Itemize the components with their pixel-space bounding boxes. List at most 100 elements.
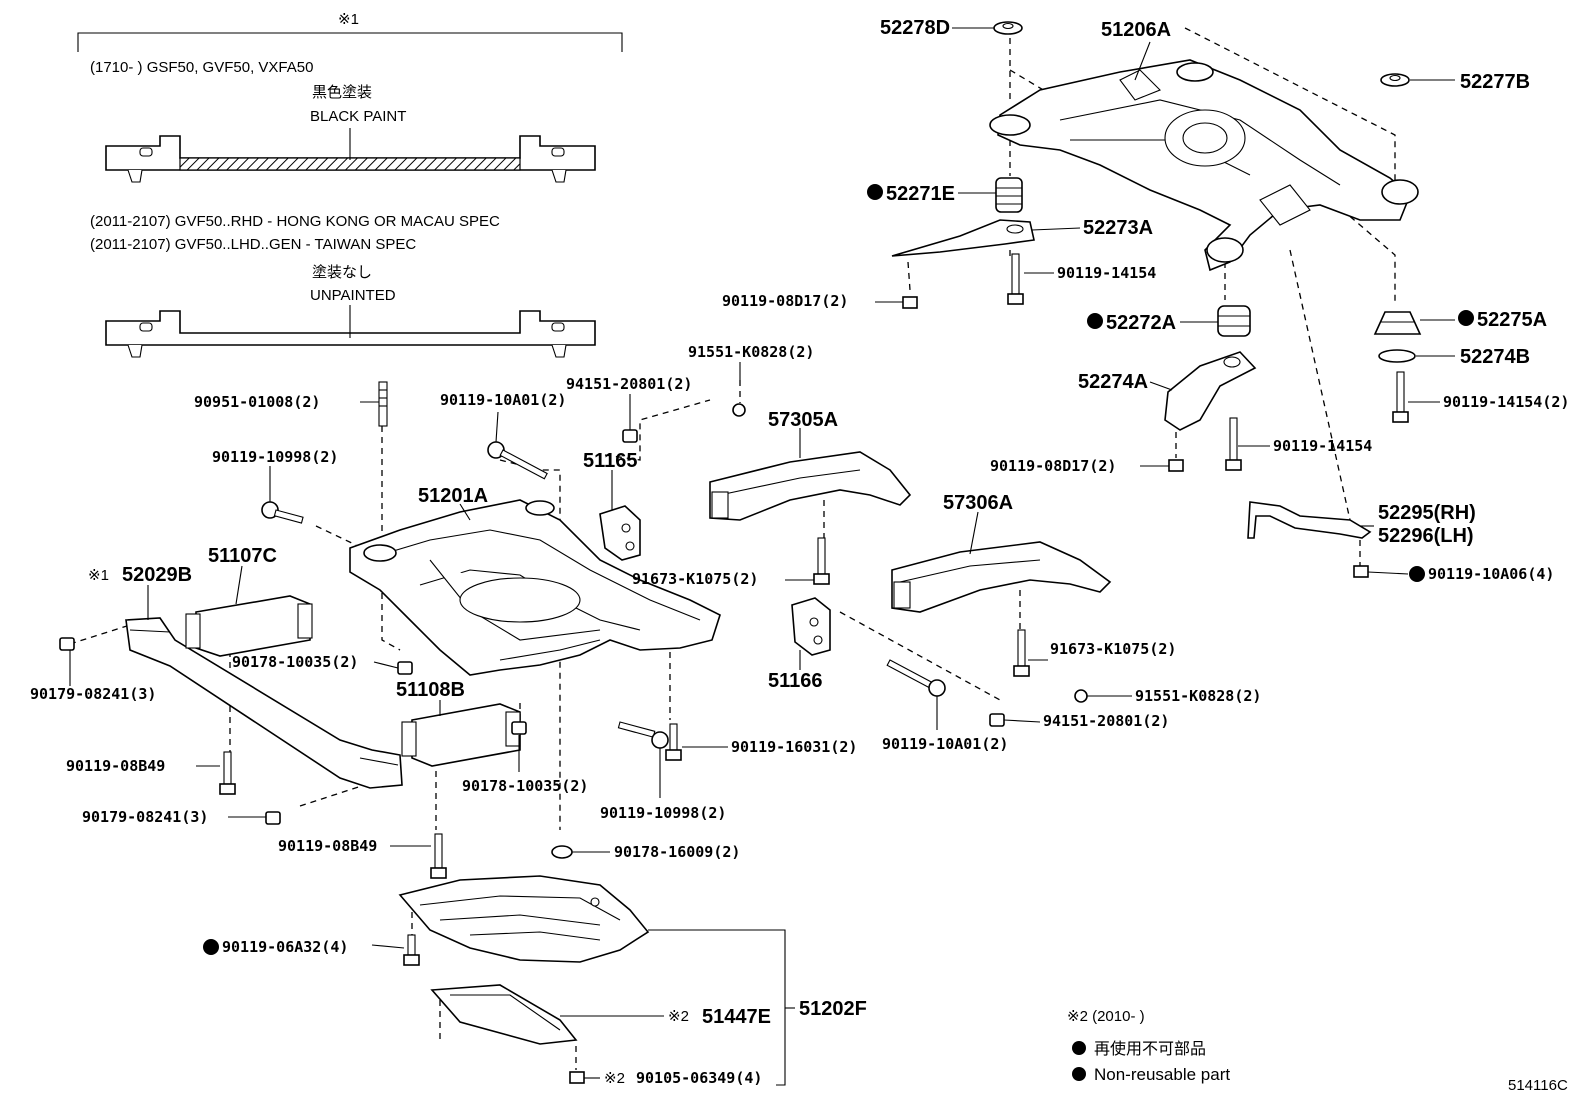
callout-51201A: 51201A	[418, 485, 488, 507]
callout-90178-10035-a: 90178-10035(2)	[232, 653, 358, 671]
callout-90119-08D17-a: 90119-08D17(2)	[722, 292, 848, 310]
callout-90178-16009: 90178-16009(2)	[614, 843, 740, 861]
washer-52278D	[993, 21, 1023, 35]
cover-51447E	[430, 984, 578, 1045]
callout-52274B: 52274B	[1460, 346, 1530, 368]
callout-91673-K1075-a: 91673-K1075(2)	[632, 570, 758, 588]
bushing-52271E	[995, 177, 1023, 213]
callout-94151-20801-a: 94151-20801(2)	[566, 375, 692, 393]
callout-90119-10A01-b: 90119-10A01(2)	[882, 735, 1008, 753]
callout-51447E-mark: ※2	[668, 1008, 689, 1025]
legend-non-reusable-en: Non-reusable part	[1094, 1065, 1230, 1084]
bolt-91673-K1075-a	[813, 537, 830, 585]
callout-94151-20801-b: 94151-20801(2)	[1043, 712, 1169, 730]
callout-90119-08B49-b: 90119-08B49	[278, 837, 377, 855]
inset-variant-a-en: BLACK PAINT	[310, 108, 406, 125]
nut-90179-08241-b	[265, 811, 281, 825]
callout-90119-08B49-a: 90119-08B49	[66, 757, 165, 775]
crossmember-mount-right	[525, 500, 555, 516]
callout-51206A: 51206A	[1101, 19, 1171, 41]
non-reusable-dot-52271E	[867, 184, 883, 200]
inset-variant-a-models: (1710- ) GSF50, GVF50, VXFA50	[90, 59, 313, 76]
callout-51447E: 51447E	[702, 1006, 771, 1028]
bolt-90119-14154-2	[1392, 371, 1409, 423]
stopper-52274A	[1164, 351, 1257, 431]
callout-52272A: 52272A	[1106, 312, 1176, 334]
diagram-code: 514116C	[1508, 1077, 1568, 1094]
callout-52029B: 52029B	[122, 564, 192, 586]
bolt-90119-10A01-a	[487, 441, 548, 480]
callout-90119-16031: 90119-16031(2)	[731, 738, 857, 756]
callout-52029B-mark: ※1	[88, 567, 109, 584]
callout-90119-14154-a: 90119-14154	[1057, 264, 1156, 282]
bolt-91673-K1075-b	[1013, 629, 1030, 677]
callout-90951-01008: 90951-01008(2)	[194, 393, 320, 411]
callout-90119-10998-b: 90119-10998(2)	[600, 804, 726, 822]
non-reusable-dot-52275A	[1458, 310, 1474, 326]
bracket-51166	[791, 597, 1001, 701]
brace-57305A	[709, 451, 912, 540]
bolt-90119-10A06	[1353, 540, 1369, 578]
callout-90119-14154-b: 90119-14154	[1273, 437, 1372, 455]
bushing-52275A	[1373, 311, 1422, 335]
non-reusable-dot-52272A	[1087, 313, 1103, 329]
callout-57306A: 57306A	[943, 492, 1013, 514]
callout-labels: 52278D 51206A 52277B 52271E 52273A 90119…	[30, 17, 1569, 1087]
bolt-90119-08D17-b	[1168, 432, 1184, 472]
callout-91551-K0828-b: 91551-K0828(2)	[1135, 687, 1261, 705]
callout-90119-10998-a: 90119-10998(2)	[212, 448, 338, 466]
inset-variant-b-line2: (2011-2107) GVF50..LHD..GEN - TAIWAN SPE…	[90, 236, 416, 253]
mount-cup-front-left	[989, 114, 1031, 136]
callout-51166: 51166	[768, 670, 823, 692]
callout-51107C: 51107C	[208, 545, 277, 567]
nut-90178-10035-a	[397, 661, 413, 675]
bolt-90119-10998-b	[617, 721, 669, 749]
crash-box-51107C	[185, 595, 313, 657]
legend-non-reusable-jp: 再使用不可部品	[1094, 1040, 1206, 1058]
callout-90119-06A32: 90119-06A32(4)	[222, 938, 348, 956]
bracket-52295-52296	[1247, 501, 1372, 539]
bolt-90119-16031	[665, 723, 682, 761]
callout-51165: 51165	[583, 450, 638, 472]
cover-51202F	[398, 875, 650, 963]
callout-57305A: 57305A	[768, 409, 838, 431]
bolt-90105-06349	[569, 1046, 585, 1084]
callout-52278D: 52278D	[880, 17, 950, 39]
callout-90119-10A01-a: 90119-10A01(2)	[440, 391, 566, 409]
bolt-90119-14154-b	[1225, 417, 1242, 471]
callout-51202F: 51202F	[799, 998, 867, 1020]
callout-52295: 52295(RH)	[1378, 502, 1476, 524]
inset-variant-b-jp: 塗装なし	[312, 263, 372, 281]
callout-51108B: 51108B	[396, 679, 465, 701]
washer-52277B	[1380, 73, 1410, 87]
brace-57306A	[891, 541, 1112, 630]
mount-cup-rear-left	[1206, 237, 1244, 263]
callout-90105-mark: ※2	[604, 1070, 625, 1087]
crash-box-51108B	[401, 703, 521, 767]
callout-91673-K1075-b: 91673-K1075(2)	[1050, 640, 1176, 658]
stopper-52273A	[891, 219, 1035, 257]
rear-suspension-member	[891, 21, 1422, 578]
legend-footnote-2: ※2 (2010- )	[1067, 1008, 1145, 1025]
non-reusable-dot-90119-06A32	[203, 939, 219, 955]
front-suspension-member	[59, 380, 1112, 879]
crossmember-mount-left	[363, 544, 397, 562]
bolt-90119-10A01-b	[886, 659, 946, 697]
callout-90105-06349: 90105-06349(4)	[636, 1069, 762, 1087]
legend-non-reusable-dot-en	[1072, 1067, 1086, 1081]
callout-90179-08241-a: 90179-08241(3)	[30, 685, 156, 703]
washer-52274B	[1378, 349, 1416, 363]
engine-under-covers	[398, 875, 795, 1086]
leader-lines	[69, 27, 1455, 1079]
bolt-90119-08D17-a	[902, 261, 918, 309]
bolt-90119-06A32	[403, 934, 420, 966]
legend: ※2 (2010- ) 再使用不可部品 Non-reusable part	[1067, 1008, 1230, 1084]
callout-52273A: 52273A	[1083, 217, 1153, 239]
callout-91551-K0828-a: 91551-K0828(2)	[688, 343, 814, 361]
callout-52271E: 52271E	[886, 183, 955, 205]
nut-94151-20801-a	[622, 429, 638, 443]
bolt-90119-08B49-b	[430, 833, 447, 879]
bushing-52272A	[1217, 305, 1251, 337]
inset-variant-b-en: UNPAINTED	[310, 287, 396, 304]
